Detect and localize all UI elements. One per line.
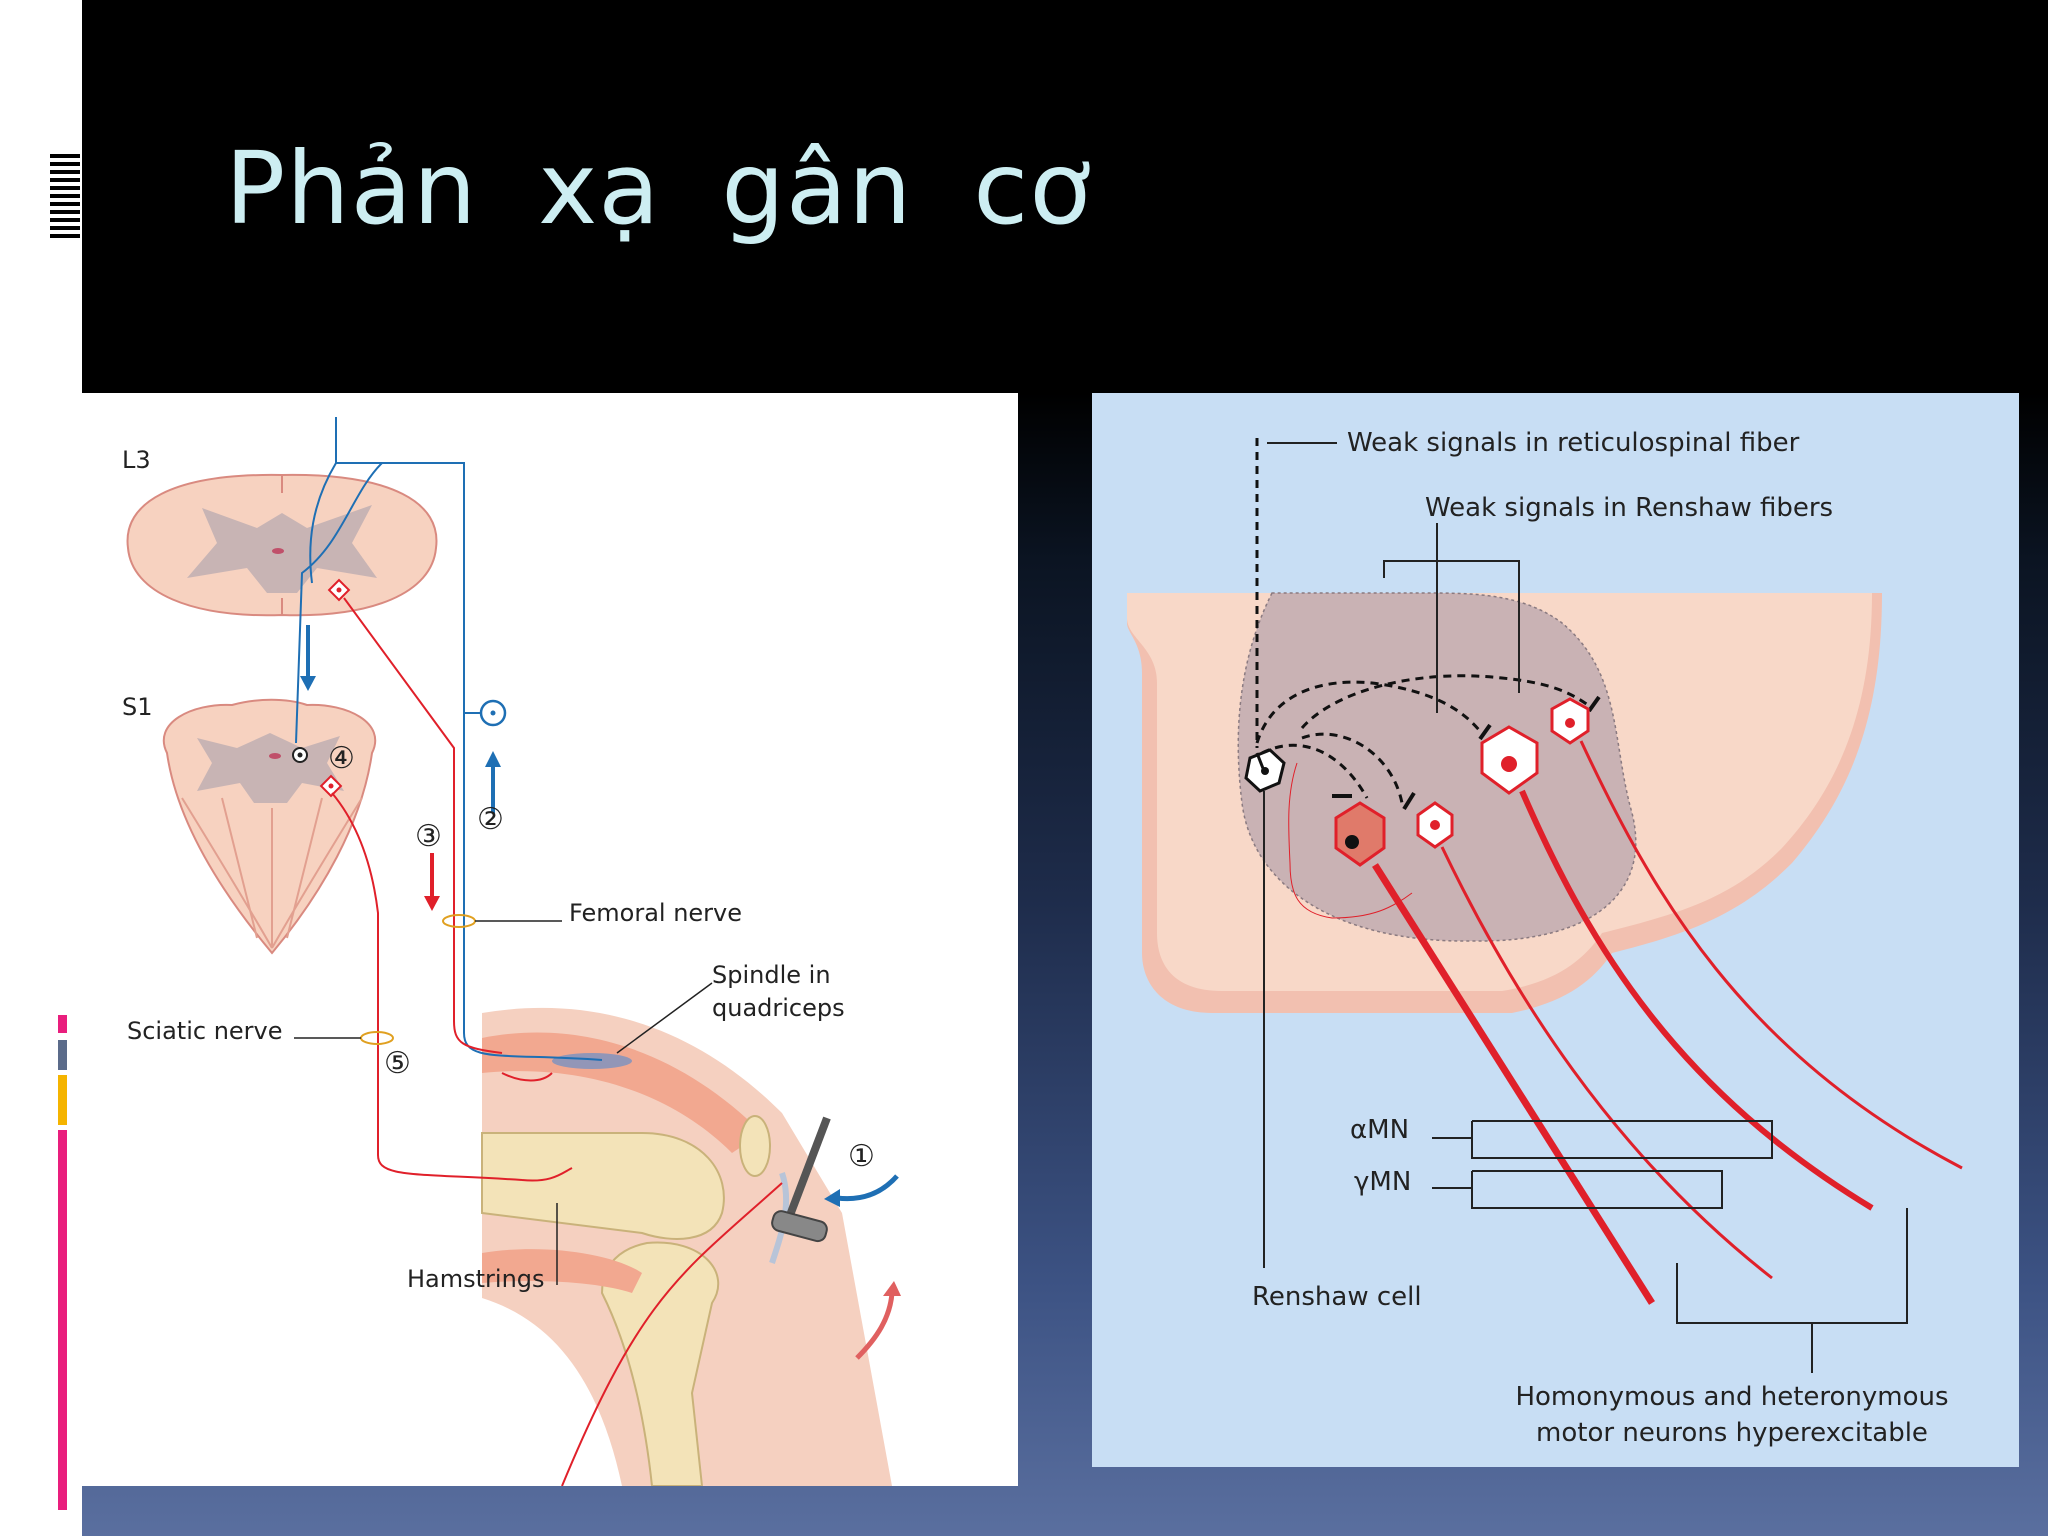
knee-reflex-diagram: ① ② ③ ④ ⑤ L3 S1 Femoral nerve Spindle in… <box>82 393 1018 1487</box>
efferent-pathway <box>331 597 783 1487</box>
label-spindle-1: Spindle in <box>712 961 831 989</box>
step-markers: ① ② ③ ④ ⑤ <box>328 741 875 1174</box>
label-l3: L3 <box>122 446 151 474</box>
step-marker-3: ③ <box>415 819 442 854</box>
bracket-lines <box>1263 442 1908 1373</box>
renshaw-cell <box>1244 748 1286 793</box>
label-renshaw-fibers: Weak signals in Renshaw fibers <box>1425 493 1833 523</box>
renshaw-diagram: Weak signals in reticulospinal fiber Wea… <box>1092 393 2019 1467</box>
label-hamstrings: Hamstrings <box>407 1265 545 1293</box>
left-labels: L3 S1 Femoral nerve Spindle in quadricep… <box>122 446 845 1293</box>
step-marker-4: ④ <box>328 741 355 776</box>
label-renshaw-cell: Renshaw cell <box>1252 1282 1422 1312</box>
label-reticulospinal: Weak signals in reticulospinal fiber <box>1347 428 1800 458</box>
label-leader-lines <box>294 920 713 1285</box>
motor-axons <box>1288 740 1963 1305</box>
label-femoral-nerve: Femoral nerve <box>569 899 742 927</box>
gray-matter-region <box>1237 592 1637 942</box>
reflex-hammer <box>771 1116 831 1243</box>
afferent-pathway <box>295 417 603 1061</box>
label-gamma-mn: γMN <box>1354 1167 1411 1197</box>
renshaw-fibers <box>1255 438 1593 804</box>
label-s1: S1 <box>122 693 153 721</box>
label-hyperexcitable-1: Homonymous and heteronymous <box>1515 1382 1948 1412</box>
step-marker-1: ① <box>848 1139 875 1174</box>
slide-title: Phản xạ gân cơ <box>225 130 1092 247</box>
s1-cord-section <box>162 698 377 955</box>
step-marker-5: ⑤ <box>384 1046 411 1081</box>
label-spindle-2: quadriceps <box>712 994 845 1022</box>
motor-neurons <box>1334 697 1590 867</box>
right-labels: Weak signals in reticulospinal fiber Wea… <box>1252 428 1949 1448</box>
l3-cord-section <box>126 473 438 617</box>
knee-anatomy <box>481 1007 892 1487</box>
renshaw-svg: Weak signals in reticulospinal fiber Wea… <box>1127 428 1963 1448</box>
femoral-nerve-ring <box>442 914 476 928</box>
left-margin-strip <box>0 0 82 1536</box>
signal-arrows <box>300 625 901 1360</box>
label-hyperexcitable-2: motor neurons hyperexcitable <box>1536 1418 1928 1448</box>
label-sciatic-nerve: Sciatic nerve <box>127 1017 283 1045</box>
knee-reflex-svg: ① ② ③ ④ ⑤ L3 S1 Femoral nerve Spindle in… <box>122 417 901 1487</box>
step-marker-2: ② <box>477 802 504 837</box>
label-alpha-mn: αMN <box>1350 1115 1409 1145</box>
inhibitory-synapses <box>1332 695 1601 811</box>
